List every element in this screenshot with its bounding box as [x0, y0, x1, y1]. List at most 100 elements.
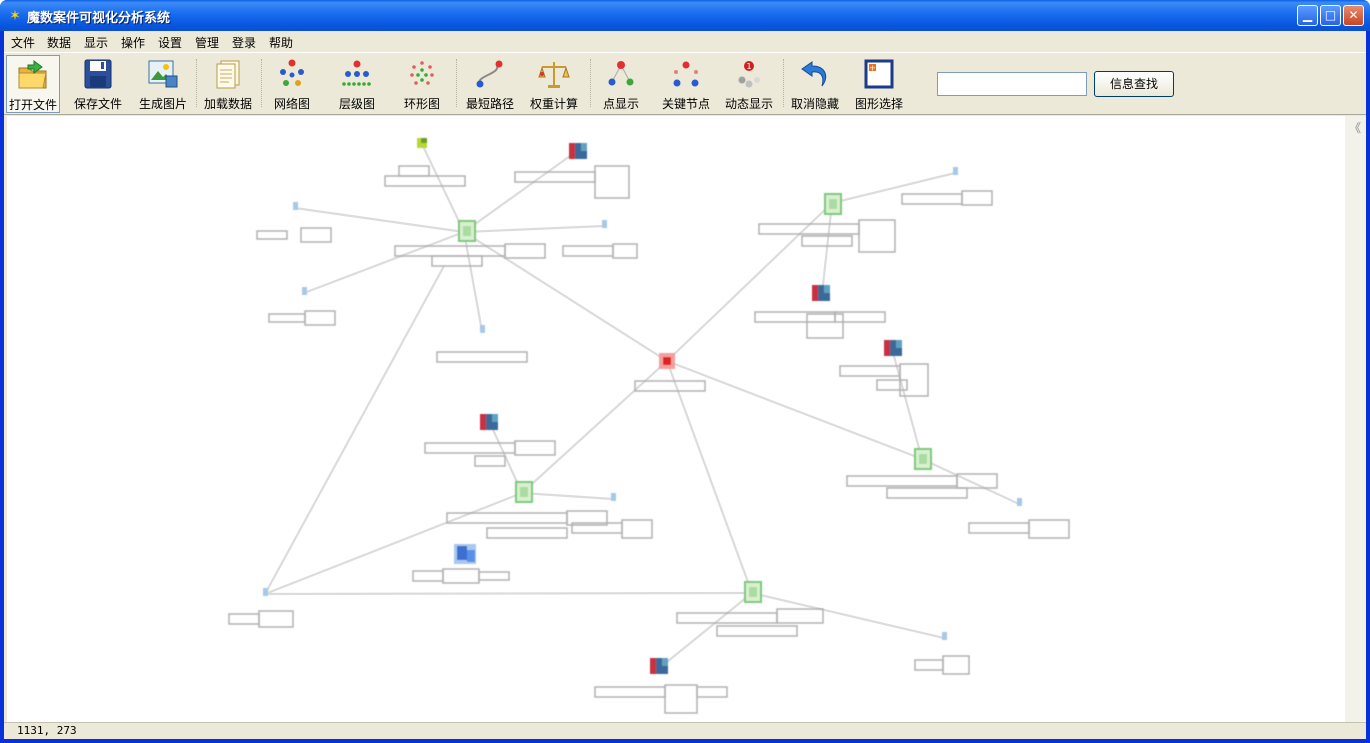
tool-label: 动态显示	[724, 97, 773, 111]
graph-node[interactable]	[650, 658, 668, 674]
undo-arrow-icon	[801, 61, 827, 87]
toolbar-separator	[590, 59, 591, 107]
tool-label: 网络图	[273, 97, 310, 111]
toolbar: 打开文件 保存文件 生成图片	[4, 52, 1366, 115]
tool-label: 关键节点	[661, 97, 710, 111]
cursor-coordinates: 1131, 273	[17, 724, 77, 737]
graph-node[interactable]	[480, 414, 498, 430]
info-search-button[interactable]: 信息查找	[1094, 71, 1174, 97]
save-file-button[interactable]: 保存文件	[70, 55, 126, 113]
scale-weight-icon	[538, 62, 570, 88]
graph-node[interactable]	[480, 325, 485, 333]
hierarchy-graph-button[interactable]: 层级图	[332, 55, 382, 113]
tool-label: 权重计算	[529, 97, 578, 111]
network-graph-button[interactable]: 网络图	[267, 55, 317, 113]
tool-label: 最短路径	[465, 97, 514, 111]
network-graph[interactable]	[7, 116, 1345, 722]
status-bar: 1131, 273	[4, 722, 1366, 739]
svg-text:+: +	[869, 64, 876, 73]
shape-select-button[interactable]: + 图形选择	[851, 55, 907, 113]
graph-node[interactable]	[884, 340, 902, 356]
key-node-icon	[673, 61, 699, 87]
graph-node[interactable]	[611, 493, 616, 501]
dynamic-display-button[interactable]: 1 动态显示	[721, 55, 777, 113]
star-person-icon: ✶	[9, 8, 21, 24]
window-frame: 文件 数据 显示 操作 设置 管理 登录 帮助 打开文件	[4, 31, 1366, 739]
ring-graph-button[interactable]: 环形图	[397, 55, 447, 113]
tool-label: 图形选择	[854, 97, 903, 111]
graph-node[interactable]	[824, 193, 842, 215]
menu-file[interactable]: 文件	[11, 36, 36, 50]
graph-node[interactable]	[1017, 498, 1022, 506]
graph-canvas[interactable]	[7, 116, 1345, 722]
graph-node[interactable]	[515, 481, 533, 503]
graph-node[interactable]	[953, 167, 958, 175]
floppy-save-icon	[84, 59, 112, 89]
tool-label: 打开文件	[8, 98, 57, 112]
graph-node[interactable]	[417, 138, 427, 148]
title-bar[interactable]: ✶ 魔数案件可视化分析系统 ▁ □ ✕	[0, 0, 1370, 31]
minimize-icon: ▁	[1302, 8, 1313, 22]
window-title: 魔数案件可视化分析系统	[27, 11, 171, 26]
menu-manage[interactable]: 管理	[195, 36, 220, 50]
graph-node[interactable]	[602, 220, 607, 228]
close-button[interactable]: ✕	[1343, 5, 1364, 26]
toolbar-separator	[261, 59, 262, 107]
tool-label: 加载数据	[203, 97, 252, 111]
unhide-button[interactable]: 取消隐藏	[787, 55, 843, 113]
graph-node[interactable]	[454, 544, 476, 564]
menu-operate[interactable]: 操作	[121, 36, 146, 50]
point-display-button[interactable]: 点显示	[596, 55, 646, 113]
graph-node[interactable]	[569, 143, 587, 159]
open-file-button[interactable]: 打开文件	[6, 55, 60, 113]
shortest-path-button[interactable]: 最短路径	[462, 55, 518, 113]
key-node-button[interactable]: 关键节点	[656, 55, 716, 113]
graph-node[interactable]	[458, 220, 476, 242]
graph-nodes[interactable]	[263, 138, 1022, 674]
tool-label: 层级图	[338, 97, 375, 111]
load-data-button[interactable]: 加载数据	[200, 55, 256, 113]
tool-label: 保存文件	[73, 97, 122, 111]
menu-display[interactable]: 显示	[84, 36, 109, 50]
graph-node[interactable]	[914, 448, 932, 470]
toolbar-separator	[783, 59, 784, 107]
tool-label: 生成图片	[138, 97, 187, 111]
menu-login[interactable]: 登录	[232, 36, 257, 50]
menu-settings[interactable]: 设置	[158, 36, 183, 50]
generate-image-button[interactable]: 生成图片	[135, 55, 191, 113]
maximize-icon: □	[1324, 8, 1337, 22]
graph-node[interactable]	[812, 285, 830, 301]
dynamic-display-icon: 1	[738, 61, 760, 88]
menu-bar: 文件 数据 显示 操作 设置 管理 登录 帮助	[4, 31, 1366, 51]
graph-node[interactable]	[293, 202, 298, 210]
graph-node[interactable]	[302, 287, 307, 295]
collapse-panel-icon[interactable]: 《	[1348, 121, 1361, 135]
graph-node[interactable]	[263, 588, 268, 596]
weight-calc-button[interactable]: 权重计算	[526, 55, 582, 113]
menu-data[interactable]: 数据	[47, 36, 72, 50]
tool-label: 取消隐藏	[790, 97, 839, 111]
document-load-icon	[216, 60, 240, 89]
tool-label: 点显示	[602, 97, 639, 111]
graph-node[interactable]	[744, 581, 762, 603]
side-panel-strip	[1345, 116, 1366, 722]
image-export-icon	[148, 60, 178, 88]
toolbar-separator	[456, 59, 457, 107]
graph-node[interactable]	[659, 353, 675, 369]
hierarchy-graph-icon	[342, 60, 371, 86]
toolbar-separator	[196, 59, 197, 107]
graph-node[interactable]	[942, 632, 947, 640]
maximize-button[interactable]: □	[1320, 5, 1341, 26]
graph-node-labels	[228, 165, 1070, 714]
svg-text:1: 1	[746, 62, 751, 71]
menu-help[interactable]: 帮助	[269, 36, 294, 50]
search-input[interactable]	[937, 72, 1087, 96]
minimize-button[interactable]: ▁	[1297, 5, 1318, 26]
graph-edges	[264, 143, 1020, 667]
point-display-icon	[608, 61, 634, 86]
shortest-path-icon	[476, 60, 503, 88]
open-folder-icon	[18, 60, 47, 89]
tool-label: 环形图	[403, 97, 440, 111]
ring-graph-icon	[410, 61, 434, 85]
